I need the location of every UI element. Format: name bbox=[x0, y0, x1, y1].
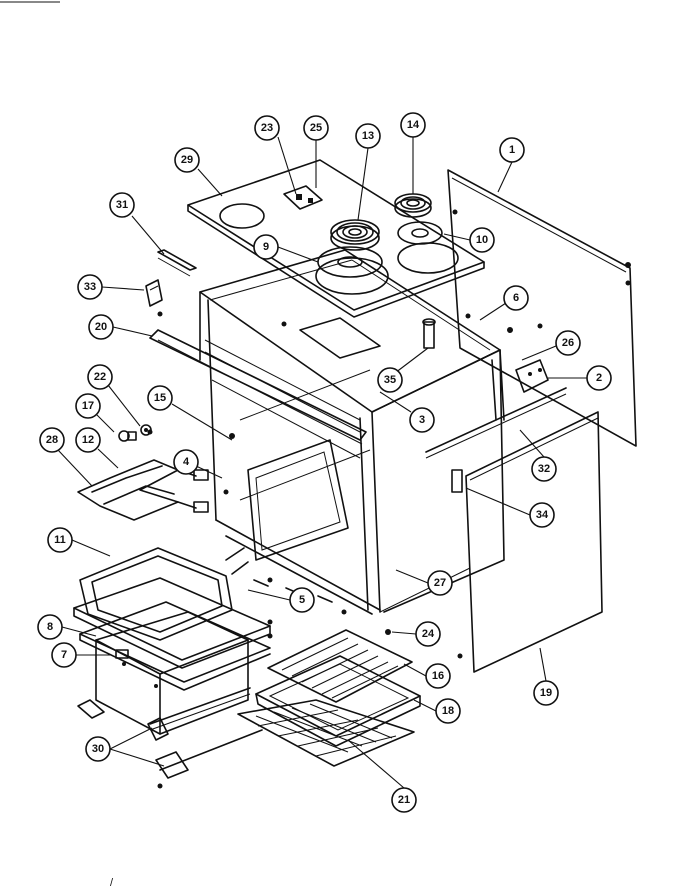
svg-text:27: 27 bbox=[434, 577, 446, 589]
drawer-rail-left bbox=[77, 699, 105, 719]
callout-4: 4 bbox=[173, 449, 199, 475]
svg-text:23: 23 bbox=[261, 122, 273, 134]
svg-text:13: 13 bbox=[362, 130, 374, 142]
svg-text:35: 35 bbox=[384, 374, 396, 386]
fasteners bbox=[147, 311, 543, 789]
callout-20: 20 bbox=[88, 314, 114, 340]
heat-shield bbox=[79, 601, 271, 691]
svg-text:30: 30 bbox=[92, 743, 104, 755]
callout-29: 29 bbox=[174, 147, 200, 173]
svg-text:5: 5 bbox=[299, 594, 305, 606]
front-bracket bbox=[145, 279, 163, 307]
conduit-fitting bbox=[422, 318, 436, 349]
svg-text:33: 33 bbox=[84, 281, 96, 293]
callout-13: 13 bbox=[355, 123, 381, 149]
svg-text:14: 14 bbox=[407, 119, 420, 131]
oven-light-socket bbox=[140, 424, 152, 436]
svg-text:6: 6 bbox=[513, 292, 519, 304]
small-surface-element bbox=[394, 193, 432, 218]
callout-1: 1 bbox=[499, 137, 525, 163]
svg-text:4: 4 bbox=[183, 456, 190, 468]
callout-31: 31 bbox=[109, 192, 135, 218]
svg-text:1: 1 bbox=[509, 144, 515, 156]
footer-mark: / bbox=[110, 877, 114, 889]
svg-text:9: 9 bbox=[263, 241, 269, 253]
callout-11: 11 bbox=[47, 527, 73, 553]
side-rod bbox=[425, 387, 567, 459]
leader-lines bbox=[57, 136, 587, 789]
drip-pan-small bbox=[397, 221, 443, 245]
callout-19: 19 bbox=[533, 680, 559, 706]
svg-text:2: 2 bbox=[596, 372, 602, 384]
svg-text:26: 26 bbox=[562, 337, 574, 349]
svg-text:17: 17 bbox=[82, 400, 94, 412]
svg-text:32: 32 bbox=[538, 463, 550, 475]
svg-text:31: 31 bbox=[116, 199, 128, 211]
callout-24: 24 bbox=[415, 621, 441, 647]
callout-27: 27 bbox=[427, 570, 453, 596]
side-trim bbox=[157, 249, 197, 277]
broiler-pan-insert bbox=[267, 629, 413, 703]
storage-drawer bbox=[95, 611, 249, 735]
callout-5: 5 bbox=[289, 587, 315, 613]
callout-15: 15 bbox=[147, 385, 173, 411]
callout-16: 16 bbox=[425, 663, 451, 689]
callout-23: 23 bbox=[254, 115, 280, 141]
callout-21: 21 bbox=[391, 787, 417, 813]
svg-text:24: 24 bbox=[422, 628, 435, 640]
svg-text:7: 7 bbox=[61, 649, 67, 661]
oven-bottom-pan bbox=[73, 577, 271, 669]
callout-14: 14 bbox=[400, 112, 426, 138]
range-body bbox=[199, 249, 505, 615]
large-surface-element bbox=[330, 219, 380, 251]
drawer-rail bbox=[147, 687, 251, 741]
callout-25: 25 bbox=[303, 115, 329, 141]
drawer-rail-bottom bbox=[155, 729, 263, 779]
callout-35: 35 bbox=[377, 367, 403, 393]
callout-18: 18 bbox=[435, 698, 461, 724]
rear-panel bbox=[447, 169, 637, 447]
callout-9: 9 bbox=[253, 234, 279, 260]
svg-text:34: 34 bbox=[536, 509, 549, 521]
callout-6: 6 bbox=[503, 285, 529, 311]
svg-text:10: 10 bbox=[476, 234, 488, 246]
side-panel bbox=[451, 411, 603, 673]
callout-17: 17 bbox=[75, 393, 101, 419]
callout-7: 7 bbox=[51, 642, 77, 668]
svg-text:11: 11 bbox=[54, 534, 66, 546]
svg-text:16: 16 bbox=[432, 670, 444, 682]
svg-text:28: 28 bbox=[46, 434, 58, 446]
callout-8: 8 bbox=[37, 614, 63, 640]
svg-text:15: 15 bbox=[154, 392, 166, 404]
svg-text:21: 21 bbox=[398, 794, 410, 806]
callout-10: 10 bbox=[469, 227, 495, 253]
callout-2: 2 bbox=[586, 365, 612, 391]
callout-30: 30 bbox=[85, 736, 111, 762]
callout-22: 22 bbox=[87, 364, 113, 390]
callout-3: 3 bbox=[409, 407, 435, 433]
svg-text:29: 29 bbox=[181, 154, 193, 166]
terminal-block bbox=[515, 359, 549, 393]
bake-element bbox=[79, 547, 249, 641]
svg-text:8: 8 bbox=[47, 621, 53, 633]
svg-text:20: 20 bbox=[95, 321, 107, 333]
svg-text:18: 18 bbox=[442, 705, 454, 717]
oven-rack bbox=[237, 699, 415, 767]
svg-text:25: 25 bbox=[310, 122, 322, 134]
svg-text:22: 22 bbox=[94, 371, 106, 383]
svg-text:12: 12 bbox=[82, 434, 94, 446]
callout-33: 33 bbox=[77, 274, 103, 300]
callout-28: 28 bbox=[39, 427, 65, 453]
callout-34: 34 bbox=[529, 502, 555, 528]
svg-text:3: 3 bbox=[419, 414, 425, 426]
front-trim-strip bbox=[149, 329, 367, 445]
callout-12: 12 bbox=[75, 427, 101, 453]
svg-text:19: 19 bbox=[540, 687, 552, 699]
oven-light-bulb bbox=[118, 430, 137, 442]
callout-32: 32 bbox=[531, 456, 557, 482]
callout-26: 26 bbox=[555, 330, 581, 356]
